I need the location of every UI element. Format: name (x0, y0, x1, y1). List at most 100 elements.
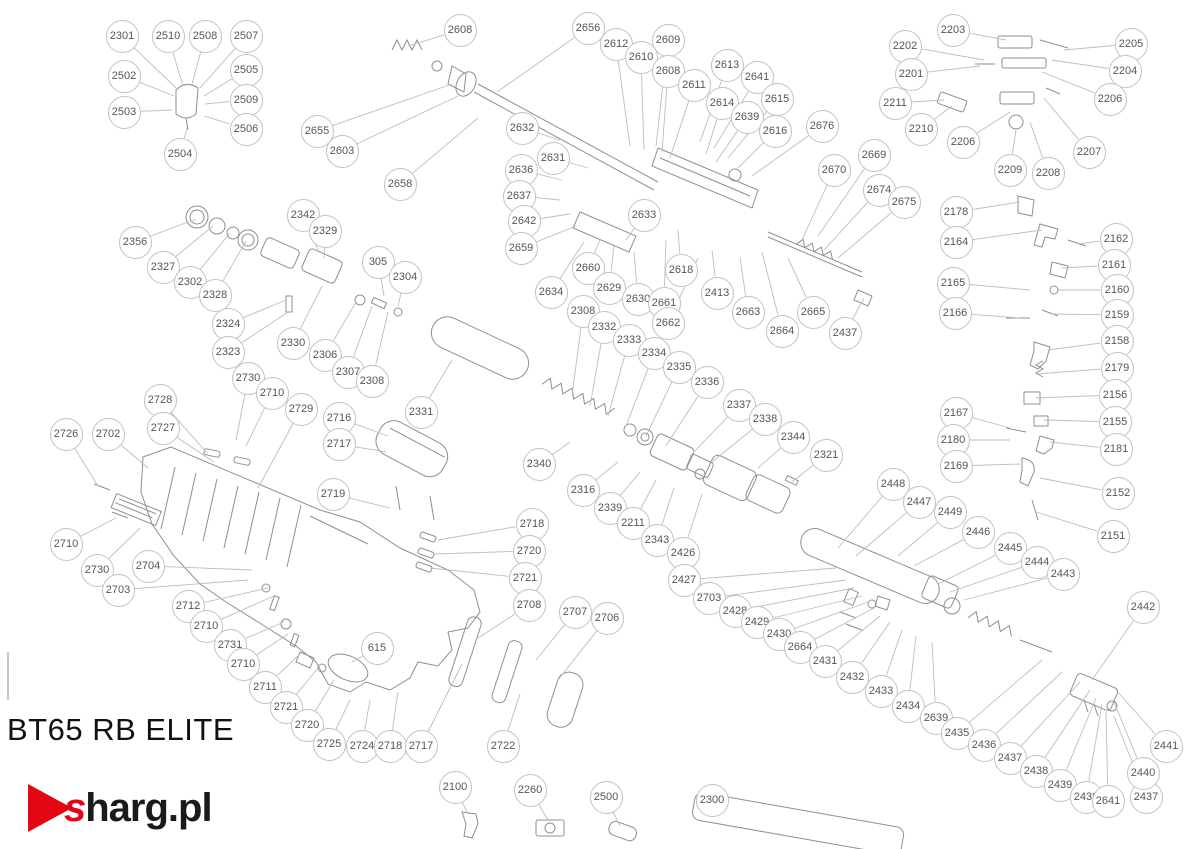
part-balloon: 2675 (887, 185, 921, 219)
part-balloon: 2260 (513, 773, 547, 807)
part-balloon: 2509 (229, 83, 263, 117)
part-balloon: 2304 (388, 260, 422, 294)
part-balloon: 2708 (512, 588, 546, 622)
part-balloon: 2670 (817, 153, 851, 187)
part-balloon: 2207 (1072, 135, 1106, 169)
part-balloon: 2328 (198, 278, 232, 312)
model-title: BT65 RB ELITE (7, 712, 235, 747)
part-balloon: 2201 (894, 57, 928, 91)
part-balloon: 2437 (993, 741, 1027, 775)
part-balloon: 2702 (91, 417, 125, 451)
part-balloon: 2204 (1108, 54, 1142, 88)
part-balloon: 2342 (286, 198, 320, 232)
part-balloon: 615 (360, 631, 394, 665)
logo-triangle-icon (28, 784, 72, 832)
part-balloon: 2674 (862, 173, 896, 207)
part-balloon: 2160 (1100, 273, 1134, 307)
part-balloon: 2164 (939, 225, 973, 259)
part-balloon: 2162 (1099, 222, 1133, 256)
part-balloon: 2659 (504, 231, 538, 265)
part-balloon: 2165 (936, 266, 970, 300)
part-balloon: 2656 (571, 11, 605, 45)
part-balloon: 2203 (936, 13, 970, 47)
part-balloon: 2633 (627, 198, 661, 232)
sharg-logo: sharg.pl (26, 782, 213, 834)
part-balloon: 2639 (730, 100, 764, 134)
part-balloon: 2637 (502, 179, 536, 213)
part-balloon: 2336 (690, 365, 724, 399)
part-balloon: 2503 (107, 95, 141, 129)
part-balloon: 2719 (316, 477, 350, 511)
part-balloon: 2441 (1149, 729, 1183, 763)
part-balloon: 2613 (710, 48, 744, 82)
part-balloon: 2658 (383, 167, 417, 201)
part-balloon: 2332 (587, 310, 621, 344)
part-balloon: 2206 (946, 125, 980, 159)
part-balloon: 2329 (308, 214, 342, 248)
part-balloon: 2725 (312, 727, 346, 761)
part-balloon: 2629 (592, 271, 626, 305)
part-balloon: 2669 (857, 138, 891, 172)
leader-lines (74, 32, 1156, 827)
part-balloon: 2316 (566, 473, 600, 507)
part-balloon: 2202 (888, 29, 922, 63)
part-balloon: 2630 (621, 282, 655, 316)
part-balloon: 2434 (891, 689, 925, 723)
part-balloon: 2338 (748, 402, 782, 436)
part-balloon: 2508 (188, 19, 222, 53)
part-balloon: 2609 (651, 23, 685, 57)
part-balloon: 2356 (118, 225, 152, 259)
part-balloon: 2507 (229, 19, 263, 53)
part-balloon: 2641 (1091, 784, 1125, 818)
part-balloon: 2442 (1126, 590, 1160, 624)
part-balloon: 2707 (558, 595, 592, 629)
part-balloon: 2447 (902, 485, 936, 519)
part-balloon: 2634 (534, 275, 568, 309)
part-balloon: 2323 (211, 335, 245, 369)
part-balloon: 2664 (765, 314, 799, 348)
part-balloon: 2730 (231, 361, 265, 395)
part-balloon: 2181 (1099, 432, 1133, 466)
part-balloon: 2618 (664, 253, 698, 287)
part-balloon: 2449 (933, 495, 967, 529)
part-balloon: 2210 (904, 112, 938, 146)
part-balloon: 2343 (640, 523, 674, 557)
part-balloon: 2206 (1093, 82, 1127, 116)
part-balloon: 2615 (760, 82, 794, 116)
part-balloon: 2152 (1101, 476, 1135, 510)
part-balloon: 2726 (49, 417, 83, 451)
part-balloon: 2717 (322, 427, 356, 461)
part-balloon: 2335 (662, 350, 696, 384)
part-balloon: 2446 (961, 515, 995, 549)
part-balloon: 2603 (325, 134, 359, 168)
part-balloon: 2660 (571, 251, 605, 285)
part-balloon: 2662 (651, 306, 685, 340)
part-balloon: 2608 (443, 13, 477, 47)
part-balloon: 2432 (835, 660, 869, 694)
part-balloon: 2722 (486, 729, 520, 763)
part-balloon: 2426 (666, 536, 700, 570)
part-balloon: 2340 (522, 447, 556, 481)
part-balloon: 2500 (589, 780, 623, 814)
part-balloon: 2611 (677, 68, 711, 102)
part-balloon: 2676 (805, 109, 839, 143)
part-balloon: 2169 (939, 449, 973, 483)
part-balloon: 2301 (105, 19, 139, 53)
part-balloon: 2437 (828, 316, 862, 350)
part-balloon: 2506 (229, 112, 263, 146)
part-balloon: 2151 (1096, 519, 1130, 553)
part-balloon: 2443 (1046, 557, 1080, 591)
part-balloon: 2344 (776, 420, 810, 454)
part-balloon: 2704 (131, 549, 165, 583)
part-balloon: 2331 (404, 395, 438, 429)
part-balloon: 2100 (438, 770, 472, 804)
part-balloon: 2718 (373, 729, 407, 763)
part-balloon: 2178 (939, 195, 973, 229)
part-balloon: 2729 (284, 392, 318, 426)
part-balloon: 2710 (255, 376, 289, 410)
logo-text: sharg.pl (64, 788, 213, 828)
part-balloon: 2330 (276, 326, 310, 360)
part-balloon: 2505 (229, 53, 263, 87)
